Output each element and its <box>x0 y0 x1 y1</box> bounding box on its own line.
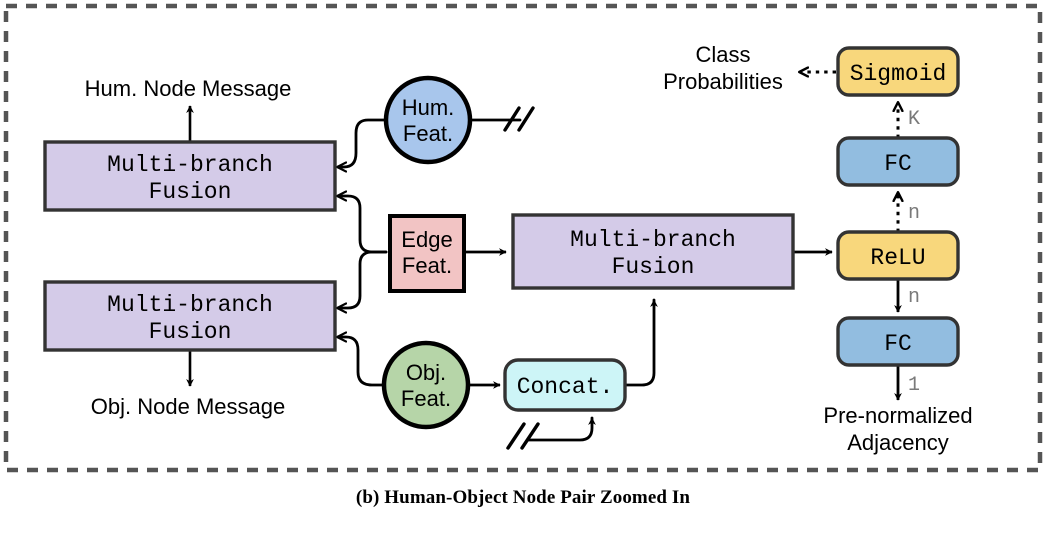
node-fusion-edge-line2: Fusion <box>612 254 695 280</box>
label-human-node-message: Hum. Node Message <box>85 76 292 101</box>
connector-concat-to-fusion-edge <box>623 298 658 387</box>
edge-label-one: 1 <box>908 374 920 397</box>
node-object-feat-line1: Obj. <box>406 360 446 385</box>
connector-edge-feat-to-fusion-human <box>338 196 388 254</box>
label-object-node-message: Obj. Node Message <box>91 394 285 419</box>
node-human-feat-line1: Hum. <box>402 95 455 120</box>
node-fusion-object[interactable] <box>43 280 337 352</box>
node-fc-bottom[interactable] <box>836 316 960 367</box>
termination-slash-concat <box>506 422 540 450</box>
node-sigmoid-label: Sigmoid <box>850 61 947 87</box>
edge-label-n-upper: n <box>908 202 920 225</box>
node-fc-top[interactable] <box>836 136 960 187</box>
connector-object-feat-to-fusion-object <box>338 337 388 387</box>
node-human-feat[interactable] <box>383 75 473 165</box>
edge-label-k: K <box>908 108 920 131</box>
node-fusion-human[interactable] <box>43 140 337 212</box>
node-fusion-edge[interactable] <box>511 213 795 290</box>
node-edge-feat-line2: Feat. <box>402 253 452 278</box>
node-edge-feat[interactable] <box>388 214 466 293</box>
figure-dashed-border <box>3 3 1043 473</box>
figure-caption: (b) Human-Object Node Pair Zoomed In <box>355 487 691 508</box>
node-fusion-object-line2: Fusion <box>149 319 232 345</box>
label-class-probabilities-line1: Class <box>695 42 750 67</box>
node-fusion-edge-line1: Multi-branch <box>570 227 736 253</box>
node-fusion-object-line1: Multi-branch <box>107 292 273 318</box>
node-relu[interactable] <box>836 230 960 281</box>
label-pre-normalized-line2: Adjacency <box>847 430 949 455</box>
termination-slash-human <box>503 106 535 132</box>
node-fc-bottom-label: FC <box>884 331 912 357</box>
connector-terminated-to-concat <box>526 416 596 442</box>
node-object-feat[interactable] <box>381 340 471 430</box>
label-pre-normalized-line1: Pre-normalized <box>823 403 972 428</box>
label-class-probabilities-line2: Probabilities <box>663 69 783 94</box>
node-sigmoid[interactable] <box>836 46 960 97</box>
node-edge-feat-line1: Edge <box>401 227 452 252</box>
connector-human-feat-to-fusion-human <box>338 118 388 167</box>
node-concat-label: Concat. <box>517 374 614 400</box>
node-relu-label: ReLU <box>870 245 925 271</box>
edge-label-n-lower: n <box>908 286 920 309</box>
node-fusion-human-line2: Fusion <box>149 179 232 205</box>
node-concat[interactable] <box>503 358 627 412</box>
node-human-feat-line2: Feat. <box>403 121 453 146</box>
node-fusion-human-line1: Multi-branch <box>107 152 273 178</box>
connector-edge-feat-to-fusion-object <box>338 250 388 308</box>
node-fc-top-label: FC <box>884 151 912 177</box>
node-object-feat-line2: Feat. <box>401 386 451 411</box>
